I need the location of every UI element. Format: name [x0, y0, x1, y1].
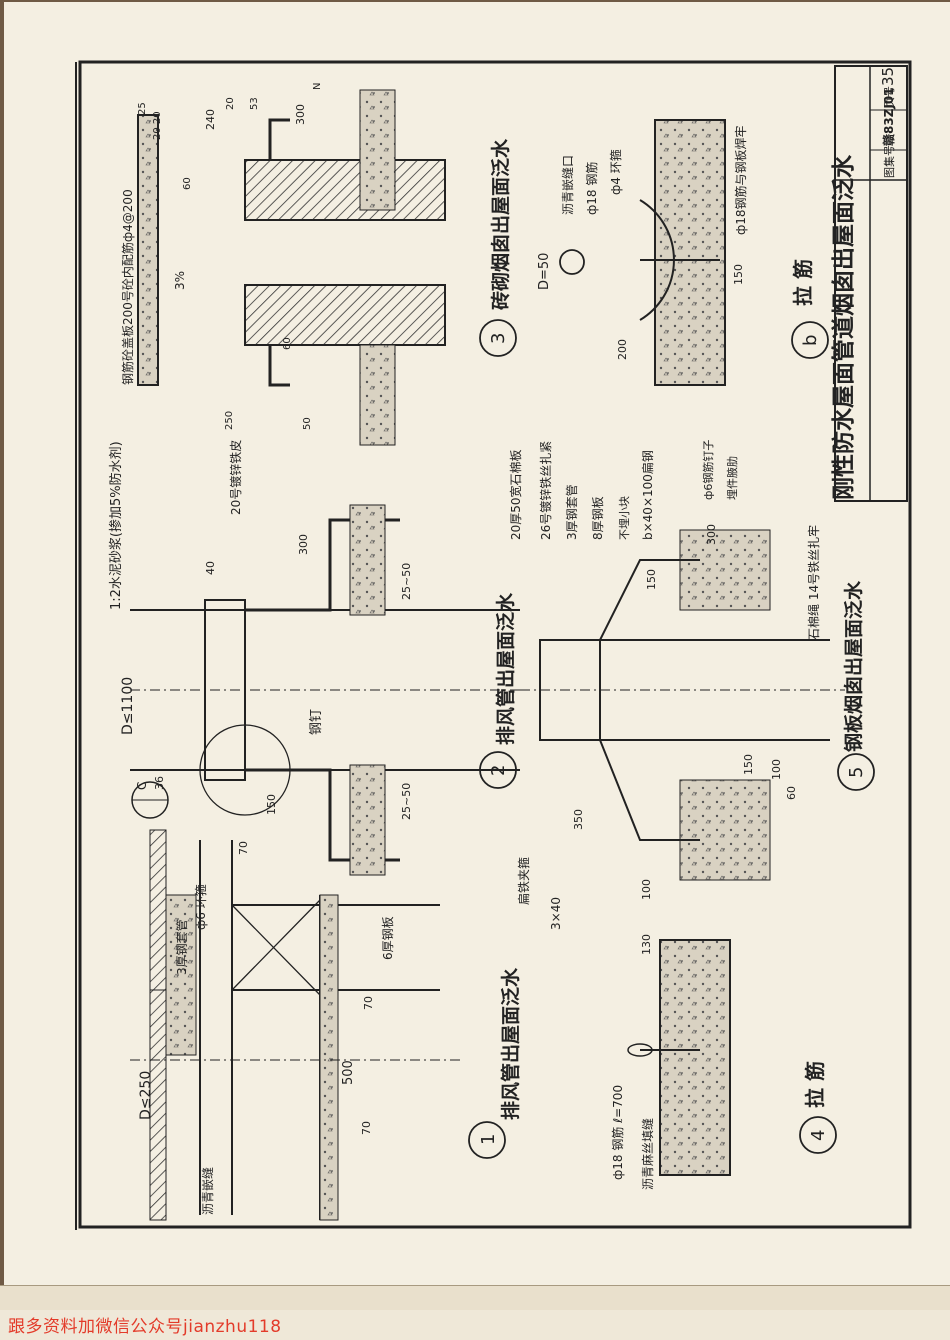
detail-3-dim-60b: 60: [282, 337, 293, 350]
detail-4-dim-100: 100: [640, 879, 653, 900]
page-number: 35: [879, 67, 897, 86]
detail-2-dim-40: 40: [204, 561, 217, 575]
detail-6-title: 拉 筋: [791, 259, 815, 306]
detail-2-iron-note: 20号镀锌铁皮: [229, 440, 243, 515]
main-title: 刚性防水屋面管道烟囱出屋面泛水: [830, 154, 857, 500]
detail-3-top-note: 1:2水泥砂浆(掺加5%防水剂): [108, 441, 124, 610]
detail-4-seal-note: 沥青麻丝填缝: [640, 1118, 655, 1190]
detail-1-dim-500: 500: [341, 1060, 356, 1085]
detail-4-dim-130: 130: [640, 934, 653, 955]
detail-5-embed-note: 埋件腋肋: [725, 456, 739, 500]
detail-6-mouth-note: 沥青嵌缝口: [560, 155, 575, 215]
detail-5-tube-note: 3厚钢套管: [564, 484, 579, 540]
detail-1-dim-d: D≤250: [138, 1071, 154, 1120]
detail-5-plate-note: 8厚钢板: [591, 496, 605, 540]
detail-3: 1:2水泥砂浆(掺加5%防水剂) 钢筋砼盖板200号砼内配筋ф4@200 3% …: [108, 83, 517, 610]
detail-1-anchor-note: ф6 环箍: [193, 884, 208, 930]
detail-2-dim-300: 300: [297, 534, 310, 555]
detail-6-number: b: [800, 335, 821, 346]
detail-4-rod-note: ф18 钢筋 ℓ=700: [610, 1085, 625, 1180]
detail-2-dim-d: D≤1100: [120, 677, 136, 735]
detail-2-ref-b: 36: [153, 776, 166, 790]
detail-5-iron-note: 不埋小块: [618, 496, 631, 540]
detail-5-dim-150a: 150: [742, 754, 755, 775]
detail-3-dim-25: 25: [137, 102, 148, 115]
detail-3-dim-60a: 60: [182, 177, 193, 190]
detail-6-weld-note: ф18钢筋与钢板焊牢: [733, 125, 748, 235]
detail-5-number: 5: [846, 767, 867, 778]
detail-2-number: 2: [488, 765, 509, 776]
detail-1-plate-note: 6厚钢板: [381, 916, 395, 960]
detail-5-dim-100: 100: [770, 759, 783, 780]
detail-2: C 36 2 排风管出屋面泛水 D≤1100 钢钉 20号镀锌铁皮 25~50 …: [120, 440, 520, 876]
detail-3-dim-n: N: [312, 83, 323, 90]
detail-4-title: 拉 筋: [803, 1061, 827, 1108]
detail-1-marker: [468, 1121, 506, 1159]
detail-2-rivet-note: 钢钉: [309, 709, 324, 735]
detail-2-title: 排风管出屋面泛水: [494, 592, 517, 745]
detail-1-tube-note: 3厚钢套管: [174, 919, 189, 975]
detail-3-title: 砖砌烟囱出屋面泛水: [489, 138, 512, 310]
detail-2-dim-70: 70: [237, 841, 250, 855]
detail-1: 1 排风管出屋面泛水 D≤250 500 70 70 沥青嵌缝 3厚钢套管 ф6…: [130, 829, 522, 1221]
detail-2-ref-a: C: [135, 782, 149, 790]
detail-3-dim-300: 300: [294, 104, 307, 125]
title-block: 刚性防水屋面管道烟囱出屋面泛水 图集号 赣83ZJ01 页号 35: [830, 65, 908, 502]
atlas-label: 图集号: [882, 145, 896, 178]
detail-5-dim-150b: 150: [645, 569, 658, 590]
outer-frame: [78, 60, 912, 1229]
detail-1-title: 排风管出屋面泛水: [499, 967, 522, 1120]
detail-5-marker: [837, 753, 875, 791]
page-label: 页号: [883, 86, 896, 108]
detail-5-3x40-note: 3×40: [549, 897, 563, 930]
detail-6-bar-note: ф18 钢筋: [584, 162, 599, 215]
detail-2-dim-150: 150: [265, 794, 278, 815]
detail-6: D=50 沥青嵌缝口 ф18 钢筋 ф4 环箍 ф18钢筋与钢板焊牢 150 2…: [537, 119, 829, 386]
detail-5-title: 钢板烟囱出屋面泛水: [842, 580, 865, 752]
detail-4-marker: [799, 1116, 837, 1154]
detail-3-number: 3: [488, 333, 509, 344]
detail-3-marker: [479, 319, 517, 357]
detail-6-marker: [791, 321, 829, 359]
detail-6-ring-note: ф4 环箍: [608, 149, 623, 195]
detail-3-dim-20: 20: [225, 97, 236, 110]
footer-watermark: 跟多资料加微信公众号jianzhu118: [8, 1317, 282, 1337]
detail-2-dim-2550a: 25~50: [400, 783, 413, 820]
detail-5-wire-note: 26号镀锌铁丝扎紧: [539, 441, 553, 540]
bottom-strip: [0, 1310, 950, 1340]
detail-5-rope-note: 石棉绳 14号铁丝扎牢: [806, 525, 821, 640]
detail-1-number: 1: [478, 1134, 499, 1145]
detail-3-dim-240: 240: [204, 109, 217, 130]
detail-6-dim-150: 150: [732, 264, 745, 285]
detail-5-cap-note: 扁铁夹箍: [516, 857, 531, 905]
detail-2-marker: [479, 751, 517, 789]
detail-3-slope: 3%: [173, 271, 187, 290]
detail-5-nail-note: ф6钢筋钉子: [701, 440, 715, 500]
detail-4-number: 4: [808, 1130, 829, 1141]
detail-3-cover-note: 钢筋砼盖板200号砼内配筋ф4@200: [120, 189, 135, 385]
detail-1-dim-70a: 70: [360, 1121, 373, 1135]
detail-6-dim-d: D=50: [537, 253, 552, 290]
detail-5-asb-note: 20厚50宽石棉板: [508, 449, 523, 540]
detail-6-dim-200: 200: [616, 339, 629, 360]
detail-1-asphalt-note: 沥青嵌缝: [200, 1167, 215, 1215]
detail-5-dim-300: 300: [705, 524, 718, 545]
detail-2-dim-2550b: 25~50: [400, 563, 413, 600]
detail-5: 20厚50宽石棉板 26号镀锌铁丝扎紧 3厚钢套管 8厚钢板 不埋小块 b×40…: [508, 440, 875, 930]
detail-3-dim-250: 250: [224, 411, 235, 430]
detail-5-dim-60: 60: [785, 786, 798, 800]
detail-1-dim-70b: 70: [362, 996, 375, 1010]
detail-3-dim-53: 53: [249, 97, 260, 110]
detail-3-dim-2020: 20 20: [152, 111, 163, 140]
detail-4: ф18 钢筋 ℓ=700 沥青麻丝填缝 130 100 4 拉 筋: [610, 879, 837, 1190]
detail-5-angle-note: b×40×100扁钢: [641, 450, 655, 540]
detail-5-dim-350: 350: [572, 809, 585, 830]
page-edge: [0, 1285, 950, 1311]
atlas-number: 赣83ZJ01: [881, 87, 896, 146]
detail-3-dim-50: 50: [302, 417, 313, 430]
